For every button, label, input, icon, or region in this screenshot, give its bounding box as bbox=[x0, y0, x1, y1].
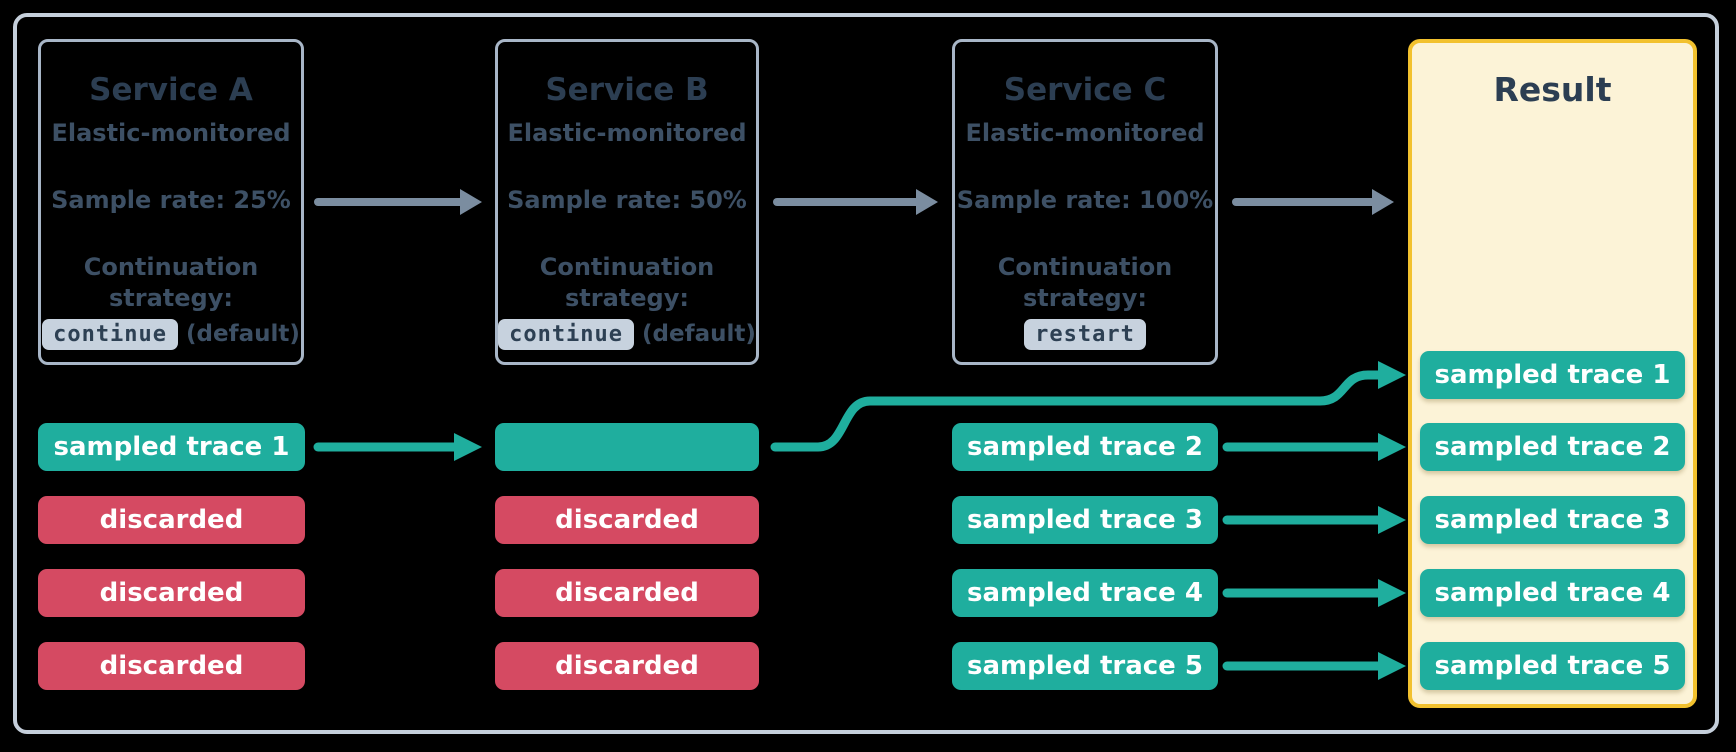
service-c-title: Service C bbox=[1003, 72, 1167, 108]
service-b-strategy-note: (default) bbox=[642, 321, 756, 347]
service-b-strategy-row: continue (default) bbox=[498, 317, 756, 351]
service-b-box: Service B Elastic-monitored Sample rate:… bbox=[495, 39, 759, 365]
chip-service-b-discarded-3: discarded bbox=[495, 642, 759, 690]
service-b-subtitle: Elastic-monitored bbox=[507, 119, 747, 147]
chip-result-sampled-trace-1: sampled trace 1 bbox=[1420, 351, 1685, 399]
service-c-strategy-badge: restart bbox=[1024, 318, 1146, 350]
service-c-continuation-label: Continuation strategy: bbox=[997, 253, 1173, 312]
chip-service-a-discarded-3: discarded bbox=[38, 642, 305, 690]
chip-result-sampled-trace-3: sampled trace 3 bbox=[1420, 496, 1685, 544]
chip-service-a-discarded-2: discarded bbox=[38, 569, 305, 617]
service-a-title: Service A bbox=[89, 72, 253, 108]
chip-result-sampled-trace-5: sampled trace 5 bbox=[1420, 642, 1685, 690]
service-a-strategy-note: (default) bbox=[186, 321, 300, 347]
service-a-sample-rate: Sample rate: 25% bbox=[51, 186, 291, 214]
result-title: Result bbox=[1493, 70, 1612, 109]
chip-service-b-trace-slot bbox=[495, 423, 759, 471]
service-b-title: Service B bbox=[545, 72, 709, 108]
chip-service-b-discarded-1: discarded bbox=[495, 496, 759, 544]
service-b-strategy-badge: continue bbox=[498, 318, 635, 350]
chip-service-c-sampled-trace-5: sampled trace 5 bbox=[952, 642, 1218, 690]
service-c-sample-rate: Sample rate: 100% bbox=[956, 186, 1214, 214]
chip-service-a-sampled-trace-1: sampled trace 1 bbox=[38, 423, 305, 471]
chip-service-b-discarded-2: discarded bbox=[495, 569, 759, 617]
service-a-subtitle: Elastic-monitored bbox=[51, 119, 291, 147]
service-a-strategy-badge: continue bbox=[42, 318, 179, 350]
chip-service-c-sampled-trace-4: sampled trace 4 bbox=[952, 569, 1218, 617]
service-b-sample-rate: Sample rate: 50% bbox=[507, 186, 747, 214]
chip-service-a-discarded-1: discarded bbox=[38, 496, 305, 544]
chip-result-sampled-trace-4: sampled trace 4 bbox=[1420, 569, 1685, 617]
service-c-strategy-row: restart bbox=[1024, 317, 1146, 351]
service-a-continuation-label: Continuation strategy: bbox=[83, 253, 259, 312]
service-b-continuation-label: Continuation strategy: bbox=[539, 253, 715, 312]
chip-service-c-sampled-trace-3: sampled trace 3 bbox=[952, 496, 1218, 544]
service-a-strategy-row: continue (default) bbox=[42, 317, 300, 351]
chip-result-sampled-trace-2: sampled trace 2 bbox=[1420, 423, 1685, 471]
service-a-box: Service A Elastic-monitored Sample rate:… bbox=[38, 39, 304, 365]
chip-service-c-sampled-trace-2: sampled trace 2 bbox=[952, 423, 1218, 471]
service-c-box: Service C Elastic-monitored Sample rate:… bbox=[952, 39, 1218, 365]
outer-frame bbox=[13, 13, 1719, 734]
service-c-subtitle: Elastic-monitored bbox=[965, 119, 1205, 147]
